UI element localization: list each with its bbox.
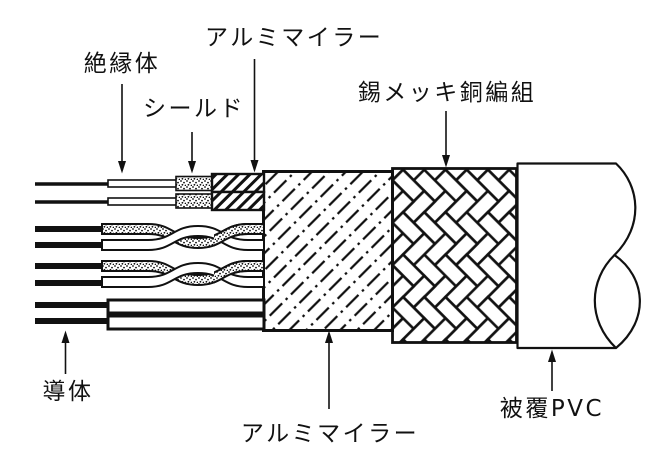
coax-wire-1 — [107, 172, 266, 194]
arrow-mylar-bottom-icon — [325, 330, 333, 409]
pvc-jacket-shape — [516, 162, 641, 350]
insulation-tube — [107, 179, 178, 188]
conductor-stubs — [35, 182, 112, 324]
arrow-mylar-top-icon — [250, 59, 259, 173]
label-shield: シールド — [143, 96, 245, 122]
arrow-shield-icon — [188, 132, 196, 174]
label-mylar-bottom: アルミマイラー — [241, 421, 419, 447]
insulated-wire-8 — [106, 314, 266, 331]
shield-wrap — [175, 175, 214, 192]
label-conductor: 導体 — [43, 379, 94, 405]
twisted-pair-1 — [101, 223, 265, 251]
label-insulation: 絶縁体 — [84, 51, 161, 77]
mylar-block-shape — [262, 170, 394, 332]
twisted-pair-2 — [101, 260, 265, 288]
label-tinned-copper-braid: 錫メッキ銅編組 — [358, 80, 537, 106]
arrow-conductor-icon — [61, 330, 70, 374]
mylar-wrap — [210, 190, 266, 212]
arrow-pvc-icon — [548, 349, 556, 391]
arrow-braid-icon — [442, 111, 450, 168]
braid-shape — [391, 167, 518, 344]
insulated-wire-7 — [106, 298, 266, 315]
mylar-wrap — [210, 172, 266, 194]
arrow-insulation-icon — [118, 84, 126, 174]
pvc-end-fold-line — [593, 254, 617, 349]
shield-wrap — [175, 193, 214, 209]
coax-wire-2 — [107, 190, 266, 212]
label-mylar-top: アルミマイラー — [205, 25, 383, 51]
label-pvc-jacket: 被覆PVC — [500, 396, 604, 422]
insulation-tube — [107, 197, 178, 206]
